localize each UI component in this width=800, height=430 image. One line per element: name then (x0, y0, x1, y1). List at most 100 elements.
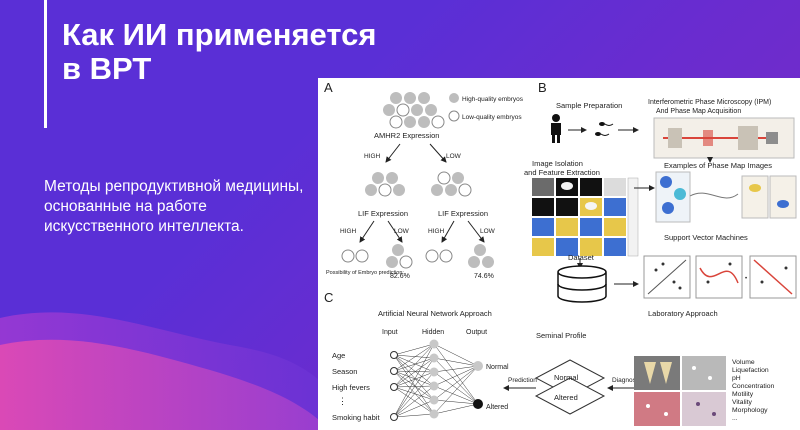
ann-title: Artificial Neural Network Approach (378, 309, 492, 318)
figure-svg: A High-quality embryos Low-quality embry… (324, 80, 797, 426)
slide-subtitle: Методы репродуктивной медицины, основанн… (44, 178, 304, 235)
lif-left: LIF Expression (358, 209, 408, 218)
input-header: Input (382, 329, 398, 336)
pct-left: 82.6% (390, 273, 410, 280)
nn-connection (393, 354, 435, 401)
legend-high-swatch (449, 93, 459, 103)
hidden-header: Hidden (422, 329, 444, 336)
image-iso-line-2: and Feature Extraction (524, 168, 600, 177)
nn-connection (393, 357, 435, 418)
amhr2-low: LOW (446, 153, 462, 160)
possibility-label: Possibility of Embryo prediction: (326, 270, 404, 276)
nn-connection (393, 370, 435, 401)
input-season: Season (332, 367, 357, 376)
nn-connection (433, 357, 479, 405)
nn-connection (393, 357, 435, 388)
nn-connection (393, 357, 435, 372)
prediction-label: Prediction (508, 377, 537, 384)
output-normal: Normal (486, 364, 509, 371)
nn-connection (433, 365, 479, 401)
accent-line (44, 0, 47, 128)
nn-connection (393, 413, 435, 418)
lif-left-low: LOW (394, 228, 410, 235)
dataset-icon (557, 265, 607, 303)
nn-connection (393, 371, 435, 388)
diamond-altered: Altered (554, 393, 578, 402)
lab-parameter-list: Volume Liquefaction pH Concentration Mot… (732, 359, 775, 422)
panel-b: B Sample Preparation Interferometric Pha… (524, 80, 797, 303)
neural-network-connections (393, 343, 479, 418)
param-motility: Motility (732, 391, 754, 398)
output-header: Output (466, 329, 487, 336)
panel-a: A High-quality embryos Low-quality embry… (324, 80, 524, 280)
nn-connection (393, 370, 435, 387)
amhr2-high: HIGH (364, 153, 381, 160)
title-line-2: в ВРТ (62, 51, 152, 86)
legend-high-label: High-quality embryos (462, 96, 524, 103)
panel-a-label: A (324, 80, 333, 95)
embryo-cluster-mid-left (365, 172, 405, 197)
amhr2-label: AMHR2 Expression (374, 131, 439, 140)
nn-connection (433, 403, 479, 415)
nn-connection (433, 343, 479, 405)
panel-b-label: B (538, 80, 547, 95)
nn-connection (393, 354, 435, 359)
nn-connection (393, 354, 435, 373)
embryo-leaves (341, 244, 494, 269)
param-morphology: Morphology (732, 407, 768, 414)
input-fevers: High fevers (332, 383, 370, 392)
ipm-line-1: Interferometric Phase Microscopy (IPM) (648, 99, 771, 106)
param-volume: Volume (732, 359, 755, 366)
panel-c-label: C (324, 290, 333, 305)
input-age: Age (332, 351, 345, 360)
output-altered: Altered (486, 404, 508, 411)
nn-connection (393, 385, 435, 418)
legend-low-swatch (448, 110, 460, 122)
nn-connection (393, 343, 435, 356)
param-more: ... (732, 415, 738, 422)
nn-connection (393, 386, 435, 415)
legend-low-label: Low-quality embryos (462, 114, 522, 121)
plot-separator: • (745, 276, 747, 282)
param-vitality: Vitality (732, 399, 752, 406)
diamond-normal: Normal (554, 373, 579, 382)
lab-title: Laboratory Approach (648, 309, 718, 318)
nn-connection (433, 371, 479, 405)
lif-right-low: LOW (480, 228, 496, 235)
title-line-1: Как ИИ применяется (62, 17, 377, 52)
nn-connection (433, 365, 479, 373)
nn-connection (393, 343, 435, 372)
feature-image-grid (532, 177, 639, 257)
nn-connection (433, 357, 479, 367)
panel-c: C Artificial Neural Network Approach Lab… (324, 290, 775, 426)
nn-connection (433, 365, 479, 415)
lif-left-high: HIGH (340, 228, 357, 235)
lif-right: LIF Expression (438, 209, 488, 218)
nn-connection (393, 370, 435, 373)
slide-title: Как ИИ применяется в ВРТ (62, 18, 376, 86)
input-ellipsis: ⋮ (338, 396, 347, 406)
nn-connection (433, 365, 479, 387)
image-iso-line-1: Image Isolation (532, 159, 583, 168)
phase-map-examples (634, 171, 797, 223)
ipm-line-2: And Phase Map Acquisition (656, 108, 741, 115)
input-smoking: Smoking habit (332, 413, 380, 422)
param-liquefaction: Liquefaction (732, 367, 769, 374)
diagnosis-label: Diagnosis (612, 377, 641, 384)
examples-label: Examples of Phase Map Images (664, 161, 772, 170)
svm-label: Support Vector Machines (664, 233, 748, 242)
lif-right-high: HIGH (428, 228, 445, 235)
nn-connection (393, 386, 435, 401)
nn-connection (393, 354, 435, 415)
embryo-cluster-top (383, 92, 445, 129)
nn-connection (393, 354, 435, 387)
figure-panel: A High-quality embryos Low-quality embry… (318, 78, 800, 430)
nn-connection (393, 343, 435, 418)
nn-connection (433, 343, 479, 367)
nn-connection (393, 370, 435, 415)
param-ph: pH (732, 375, 741, 382)
sample-prep-label: Sample Preparation (556, 101, 622, 110)
seminal-diamond (534, 359, 606, 415)
person-icon (551, 114, 561, 143)
